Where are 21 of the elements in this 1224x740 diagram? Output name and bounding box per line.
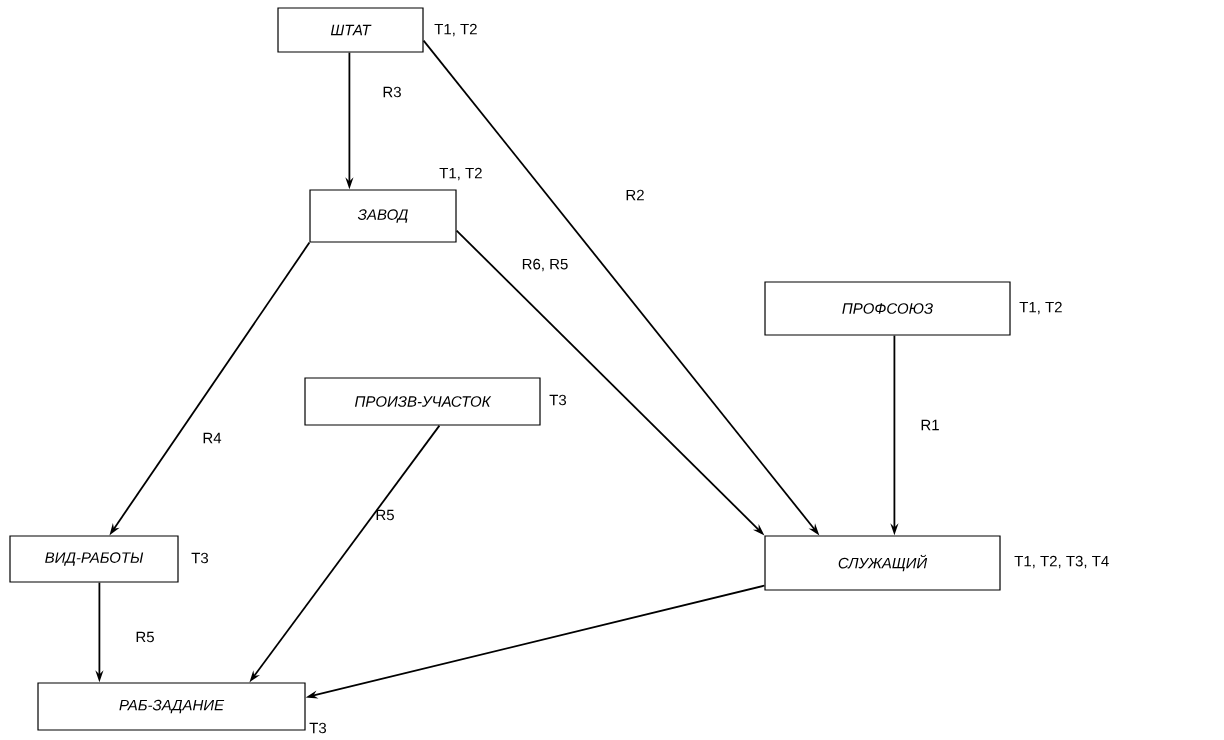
edge-label: R4 [203, 432, 222, 444]
edge-label: R2 [626, 189, 644, 201]
beside-label: T1, T2 [1019, 301, 1062, 315]
entity-box: ЗАВОД [309, 189, 457, 243]
entity-box: ШТАТ [277, 7, 424, 53]
edge-label: R3 [383, 86, 401, 98]
edge-label: R6, R5 [522, 258, 568, 272]
entity-box: ПРОИЗВ-УЧАСТОК [304, 377, 541, 426]
edge-label: R5 [376, 509, 394, 521]
entity-box: РАБ-ЗАДАНИЕ [37, 682, 306, 731]
entity-box: ВИД-РАБОТЫ [9, 535, 179, 583]
beside-label: T1, T2 [439, 167, 482, 181]
edge-label: R5 [136, 631, 154, 643]
beside-label: T3 [549, 394, 567, 406]
beside-label: T1, T2 [434, 23, 477, 37]
beside-label: T3 [309, 722, 327, 734]
entity-box: ПРОФСОЮЗ [764, 281, 1011, 336]
beside-label: T3 [191, 552, 209, 564]
entity-box: СЛУЖАЩИЙ [764, 535, 1001, 591]
edge-label: R1 [921, 419, 939, 431]
beside-label: T1, T2, T3, T4 [1014, 555, 1109, 569]
